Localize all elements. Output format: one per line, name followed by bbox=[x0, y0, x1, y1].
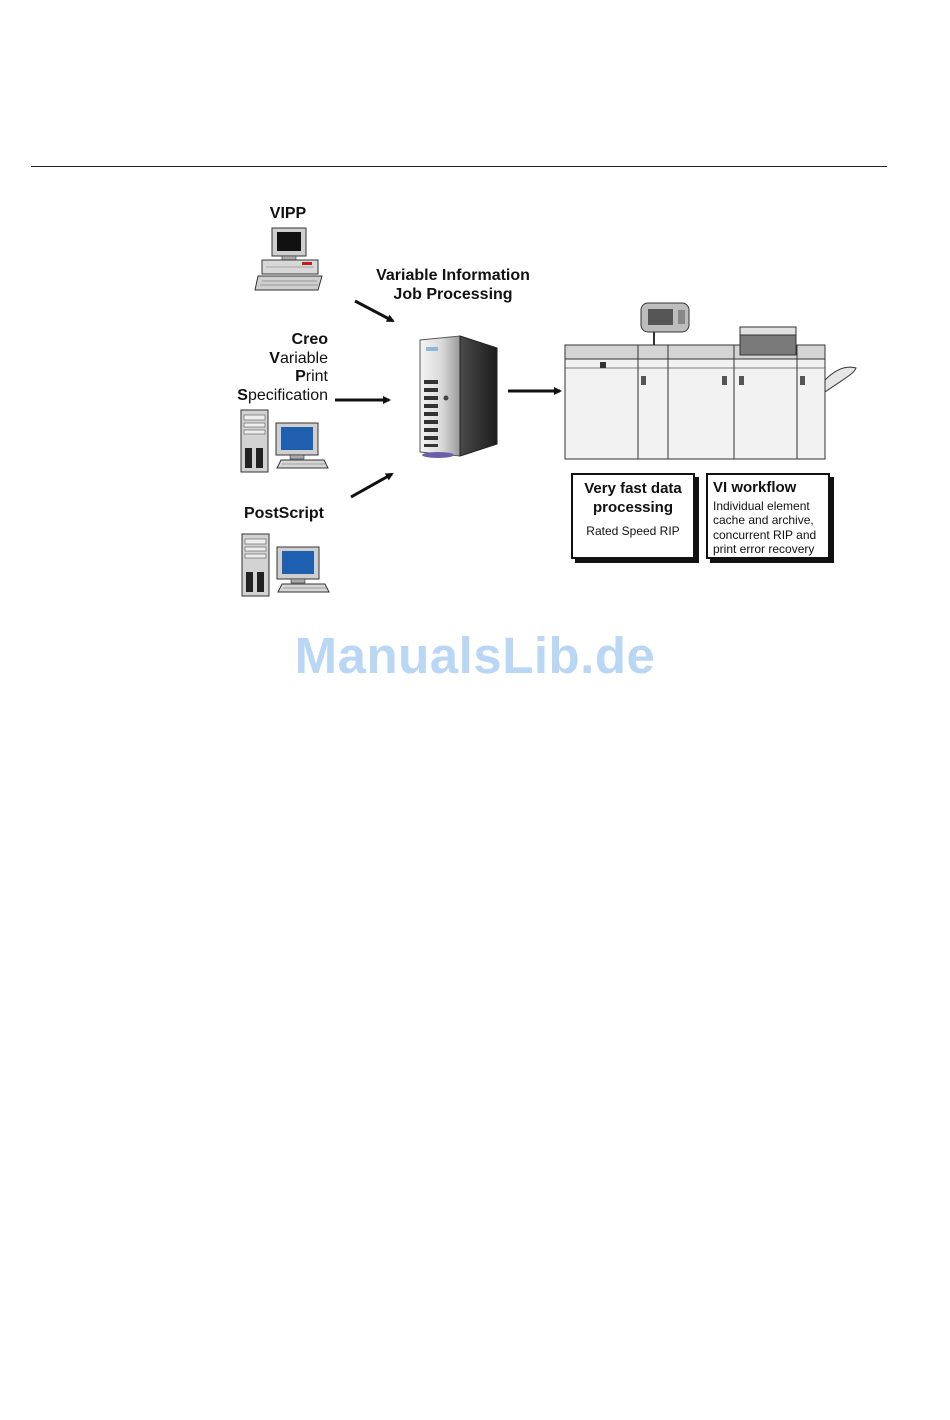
vipp-label: VIPP bbox=[255, 205, 321, 224]
feature-body: Individual element cache and archive, co… bbox=[713, 499, 828, 557]
creo-label-line: Variable bbox=[214, 350, 328, 369]
postscript-label: PostScript bbox=[236, 505, 332, 524]
feature-title: Very fast data processing bbox=[573, 480, 693, 517]
watermark: ManualsLib.de bbox=[0, 626, 950, 685]
creo-label-line: Specification bbox=[214, 387, 328, 406]
feature-body: Rated Speed RIP bbox=[573, 524, 693, 539]
production-printer-icon bbox=[565, 303, 856, 459]
creo-label-line: Print bbox=[214, 368, 328, 387]
job-processing-label-line: Variable Information bbox=[360, 267, 546, 286]
feature-box-vi-workflow: VI workflow Individual element cache and… bbox=[706, 473, 830, 559]
print-server-icon bbox=[420, 336, 497, 458]
tower-workstation-icon bbox=[241, 410, 328, 472]
desktop-computer-icon bbox=[255, 228, 322, 290]
creo-vps-label: Creo Variable Print Specification bbox=[214, 331, 328, 405]
creo-label-line: Creo bbox=[214, 331, 328, 350]
feature-box-data-processing: Very fast data processing Rated Speed RI… bbox=[571, 473, 695, 559]
job-processing-label-line: Job Processing bbox=[360, 286, 546, 305]
tower-workstation-icon bbox=[242, 534, 329, 596]
feature-title: VI workflow bbox=[713, 479, 828, 498]
job-processing-label: Variable Information Job Processing bbox=[360, 267, 546, 304]
